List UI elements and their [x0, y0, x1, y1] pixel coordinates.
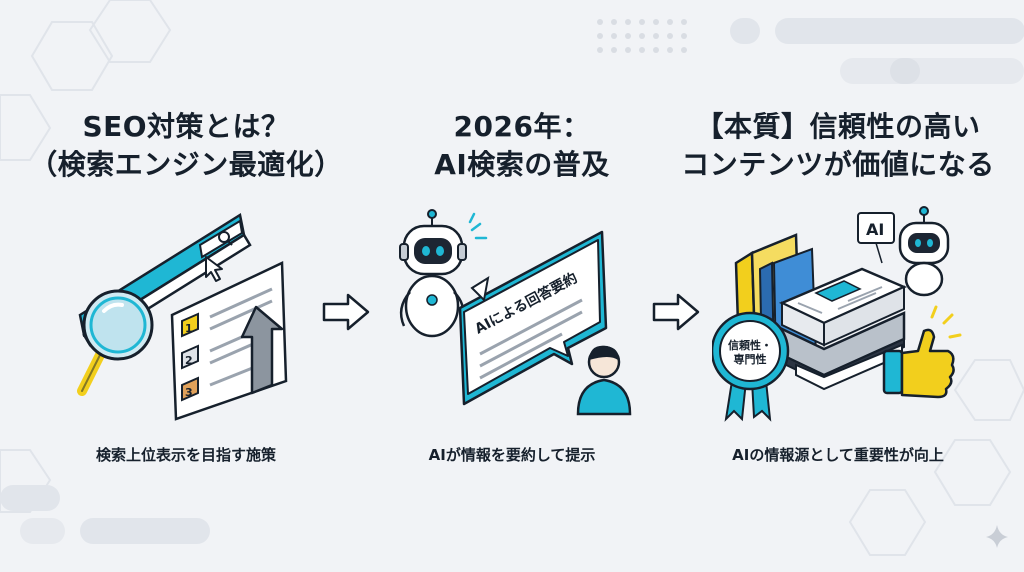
rank-number-3: 3	[185, 386, 193, 399]
panel-ai-search-title-line2: AI検索の普及	[434, 148, 610, 181]
panel-seo-title-line1: SEO対策とは？	[82, 110, 290, 143]
cursor-icon	[205, 256, 223, 282]
panel-ai-search-title-line1: 2026年：	[453, 110, 591, 143]
ai-tag-text: AI	[866, 220, 884, 239]
panel-ai-search: 2026年： AI検索の普及	[362, 108, 682, 184]
panel-seo-title-line2: （検索エンジン最適化）	[29, 148, 343, 181]
panel-seo-caption: 検索上位表示を目指す施策	[95, 446, 276, 464]
panel-trusted-content-title-line2: コンテンツが価値になる	[681, 148, 995, 181]
search-icon	[218, 231, 233, 246]
panel-seo: SEO対策とは？ （検索エンジン最適化）	[26, 108, 346, 184]
rank-box-2: 2	[181, 344, 199, 370]
panel-trusted-content-title: 【本質】信頼性の高い コンテンツが価値になる	[678, 108, 998, 184]
magnifier-icon	[77, 289, 154, 396]
arrow-up-icon	[240, 305, 284, 395]
rank-box-1: 1	[181, 312, 199, 338]
seo-illustration: 1 2 3	[77, 212, 288, 421]
panel-ai-search-caption: AIが情報を要約して提示	[428, 446, 596, 464]
ribbon-badge-icon: 信頼性・ 専門性	[712, 311, 790, 422]
badge-text-line2: 専門性	[734, 352, 767, 366]
trusted-content-illustration: AI 信頼性・	[712, 206, 962, 422]
right-arrow-icon	[652, 293, 700, 331]
robot-icon	[399, 209, 488, 338]
panel-trusted-content-caption: AIの情報源として重要性が向上	[732, 446, 944, 464]
rank-number-2: 2	[185, 354, 193, 367]
panel-ai-search-title: 2026年： AI検索の普及	[362, 108, 682, 184]
badge-text-line1: 信頼性・	[728, 338, 772, 352]
right-arrow-icon	[322, 293, 370, 331]
newspaper-icon	[778, 267, 908, 391]
ai-tag: AI	[857, 212, 895, 264]
panel-trusted-content-title-line1: 【本質】信頼性の高い	[695, 110, 981, 143]
user-icon	[576, 345, 632, 416]
answer-bubble: AIによる回答要約	[458, 230, 608, 406]
rank-box-3: 3	[181, 376, 199, 402]
rank-number-1: 1	[185, 322, 193, 335]
ai-search-illustration: AIによる回答要約	[399, 209, 632, 416]
thumbs-up-icon	[882, 305, 962, 399]
robot-icon	[898, 206, 950, 297]
panel-seo-title: SEO対策とは？ （検索エンジン最適化）	[26, 108, 346, 184]
panel-trusted-content: 【本質】信頼性の高い コンテンツが価値になる	[678, 108, 998, 184]
